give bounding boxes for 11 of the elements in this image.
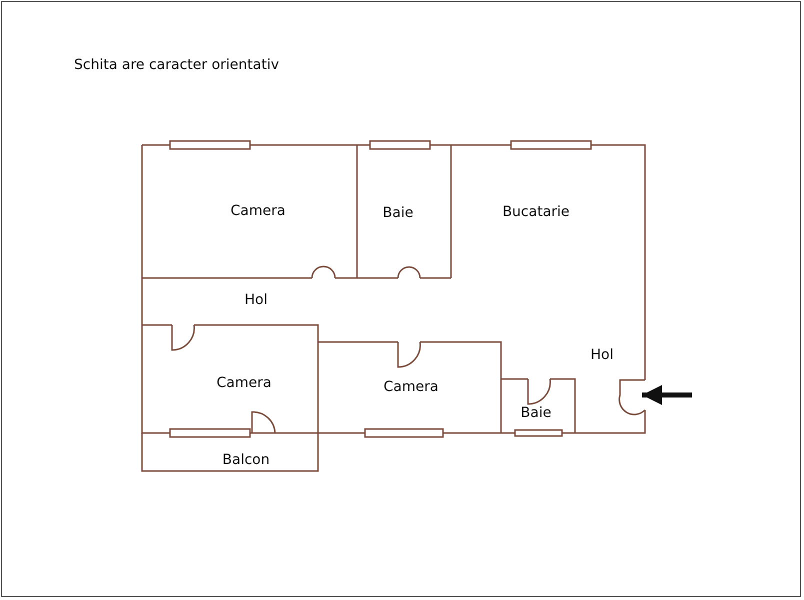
room-label: Balcon — [222, 452, 270, 468]
room-label: Camera — [216, 375, 272, 391]
room-label: Hol — [244, 292, 268, 308]
room-label: Bucatarie — [502, 204, 570, 220]
entrance-arrow — [642, 385, 692, 405]
room-label: Baie — [382, 205, 414, 221]
room-label: Camera — [230, 203, 286, 219]
room-label: Baie — [520, 405, 552, 421]
note-text: Schita are caracter orientativ — [74, 57, 280, 73]
room-label: Hol — [590, 347, 614, 363]
room-label: Camera — [384, 379, 438, 395]
